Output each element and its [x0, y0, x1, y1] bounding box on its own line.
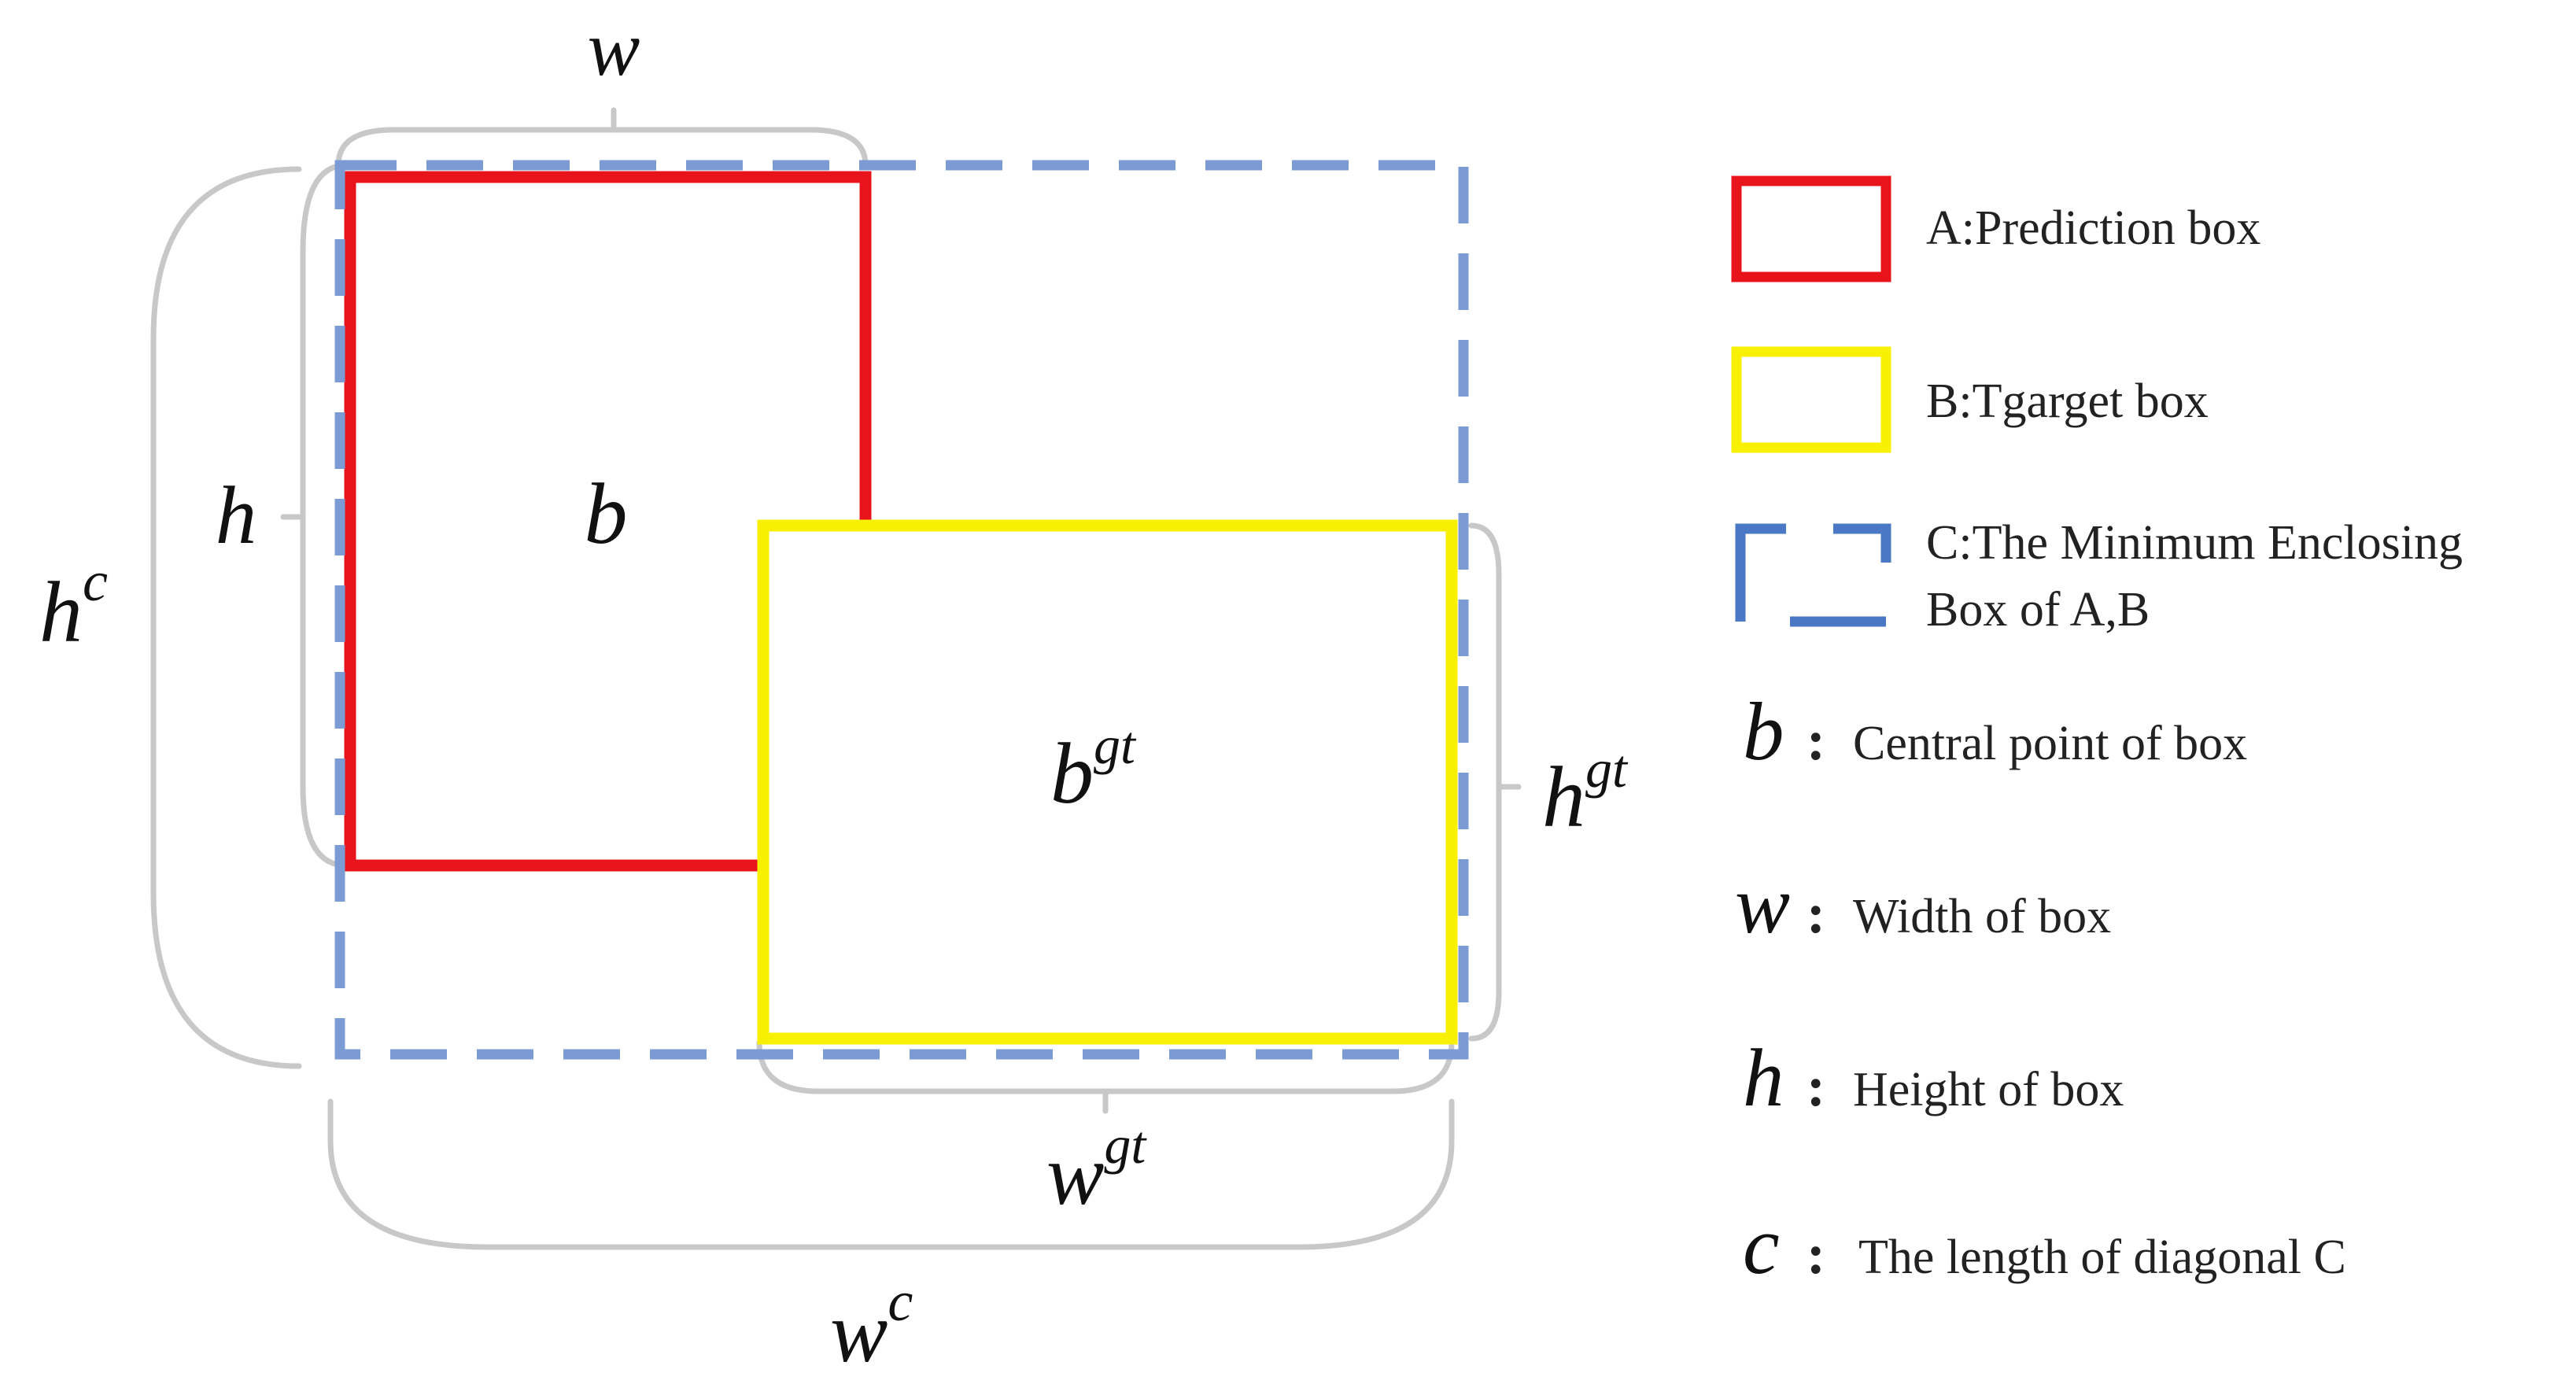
b-label: b — [585, 466, 628, 562]
legend-item-w-symbol: w — [1735, 858, 1790, 950]
wgt-label: wgt — [1046, 1115, 1147, 1223]
w-label: w — [588, 5, 640, 92]
hgt-label: hgt — [1542, 739, 1629, 845]
legend-target-label: B:Tgarget box — [1926, 375, 2209, 428]
target-box-b — [757, 519, 1458, 1045]
legend-item-c-text: The length of diagonal C — [1858, 1231, 2346, 1284]
wc-label: wc — [830, 1270, 913, 1380]
legend-item-w-sep: : — [1807, 882, 1825, 945]
legend-item-c-symbol: c — [1743, 1199, 1780, 1291]
hc-label: hc — [39, 550, 108, 660]
legend-item-h-text: Height of box — [1853, 1063, 2124, 1116]
hc-bracket — [150, 166, 302, 1069]
legend-item-b-text: Central point of box — [1853, 717, 2247, 770]
w-bracket — [335, 127, 869, 168]
bgt-label: bgt — [1050, 715, 1137, 821]
enclosing-box-c — [334, 160, 1469, 1060]
legend-enclosing-label-line1: C:The Minimum Enclosing — [1926, 516, 2463, 570]
legend-prediction-label: A:Prediction box — [1926, 201, 2260, 255]
legend-enclosing-label-line2: Box of A,B — [1926, 583, 2150, 637]
legend-item-w: w : Width of box — [1735, 858, 2111, 950]
legend-target-swatch — [1731, 346, 1891, 453]
legend-item-c: c : The length of diagonal C — [1743, 1199, 2346, 1291]
legend-item-c-sep: : — [1807, 1223, 1825, 1286]
legend-item-b-sep: : — [1807, 709, 1825, 772]
legend-item-b: b : Central point of box — [1743, 685, 2247, 777]
h-label: h — [216, 469, 257, 561]
legend-item-b-symbol: b — [1743, 685, 1784, 777]
h-bracket — [300, 162, 349, 869]
legend-item-w-text: Width of box — [1853, 890, 2111, 943]
hgt-bracket — [1468, 522, 1502, 1042]
legend-item-h: h : Height of box — [1743, 1031, 2124, 1124]
wc-bracket — [327, 1098, 1455, 1250]
legend-item-h-sep: : — [1807, 1055, 1825, 1118]
legend-enclosing-swatch — [1735, 523, 1891, 627]
legend-prediction-swatch — [1731, 175, 1891, 282]
legend-item-h-symbol: h — [1743, 1031, 1784, 1124]
